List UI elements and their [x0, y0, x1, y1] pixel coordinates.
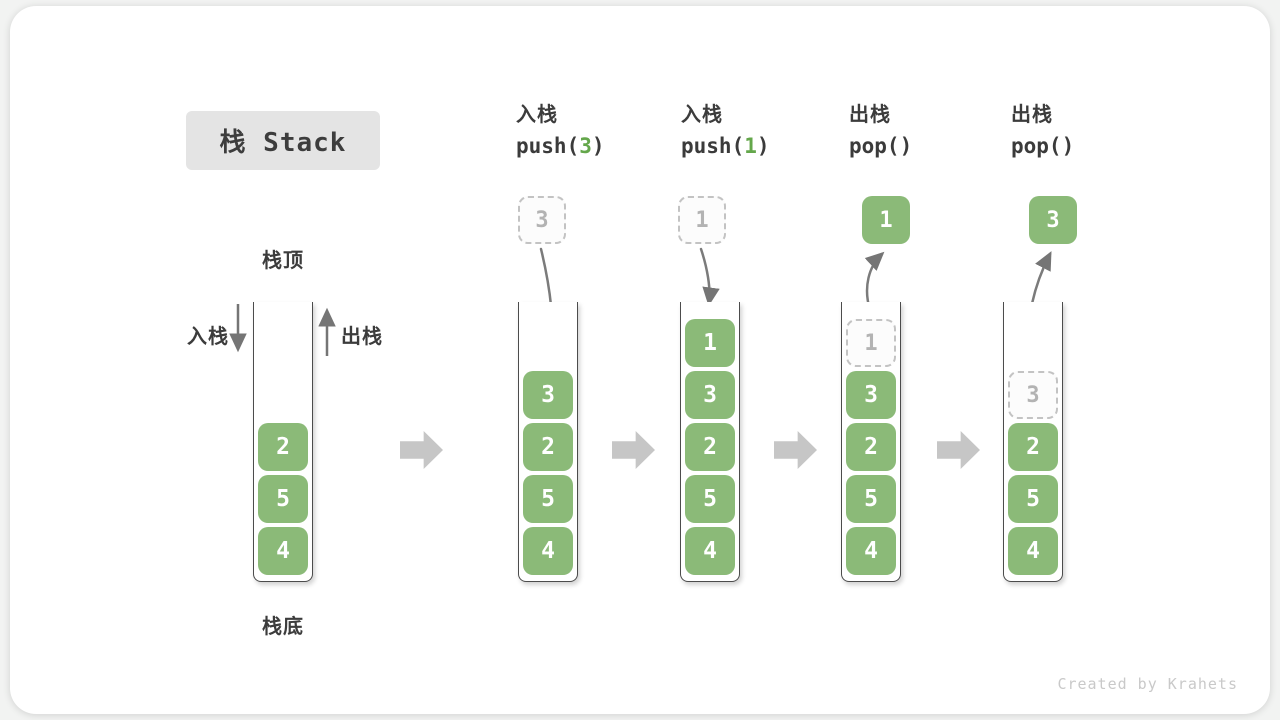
operation-code: pop(): [849, 134, 913, 158]
page-title: 栈 Stack: [219, 128, 347, 158]
stack-cell: 2: [846, 423, 896, 471]
stack-cell: 4: [685, 527, 735, 575]
popped-element: 3: [1029, 196, 1077, 244]
stack-cell: 3: [846, 371, 896, 419]
label-pop: 出栈: [341, 324, 383, 348]
stack-cell: 3: [685, 371, 735, 419]
operation-code: push(1): [681, 134, 770, 158]
stack-cell: 2: [523, 423, 573, 471]
column-header-state-pop-3: 出栈 pop(): [1011, 104, 1161, 157]
operation-label: 出栈: [849, 102, 891, 126]
operation-code: push(3): [516, 134, 605, 158]
watermark: Created by Krahets: [1057, 675, 1238, 693]
incoming-element: 1: [678, 196, 726, 244]
stack-cell: 2: [258, 423, 308, 471]
stack-cell: 5: [523, 475, 573, 523]
popped-element: 1: [862, 196, 910, 244]
label-push: 入栈: [187, 324, 229, 348]
stack-cell: 4: [523, 527, 573, 575]
operation-label: 入栈: [681, 102, 723, 126]
stack-cell: 5: [846, 475, 896, 523]
operation-code: pop(): [1011, 134, 1075, 158]
stack-cell: 2: [685, 423, 735, 471]
label-stack-bottom: 栈底: [262, 614, 304, 638]
stack-cell: 4: [1008, 527, 1058, 575]
stack-cell: 3: [523, 371, 573, 419]
stack-cell-ghost: 3: [1008, 371, 1058, 419]
stack-cell: 2: [1008, 423, 1058, 471]
stack-cell: 4: [846, 527, 896, 575]
stack-cell: 5: [685, 475, 735, 523]
operation-label: 出栈: [1011, 102, 1053, 126]
operation-label: 入栈: [516, 102, 558, 126]
label-stack-top: 栈顶: [262, 248, 304, 272]
stack-cell: 5: [258, 475, 308, 523]
title-badge: 栈 Stack: [186, 111, 380, 170]
column-header-state-push-3: 入栈 push(3): [516, 104, 666, 157]
stack-cell: 5: [1008, 475, 1058, 523]
incoming-element: 3: [518, 196, 566, 244]
stack-cell: 1: [685, 319, 735, 367]
column-header-state-pop-1: 出栈 pop(): [849, 104, 999, 157]
stack-cell: 4: [258, 527, 308, 575]
stack-cell-ghost: 1: [846, 319, 896, 367]
column-header-state-push-1: 入栈 push(1): [681, 104, 831, 157]
